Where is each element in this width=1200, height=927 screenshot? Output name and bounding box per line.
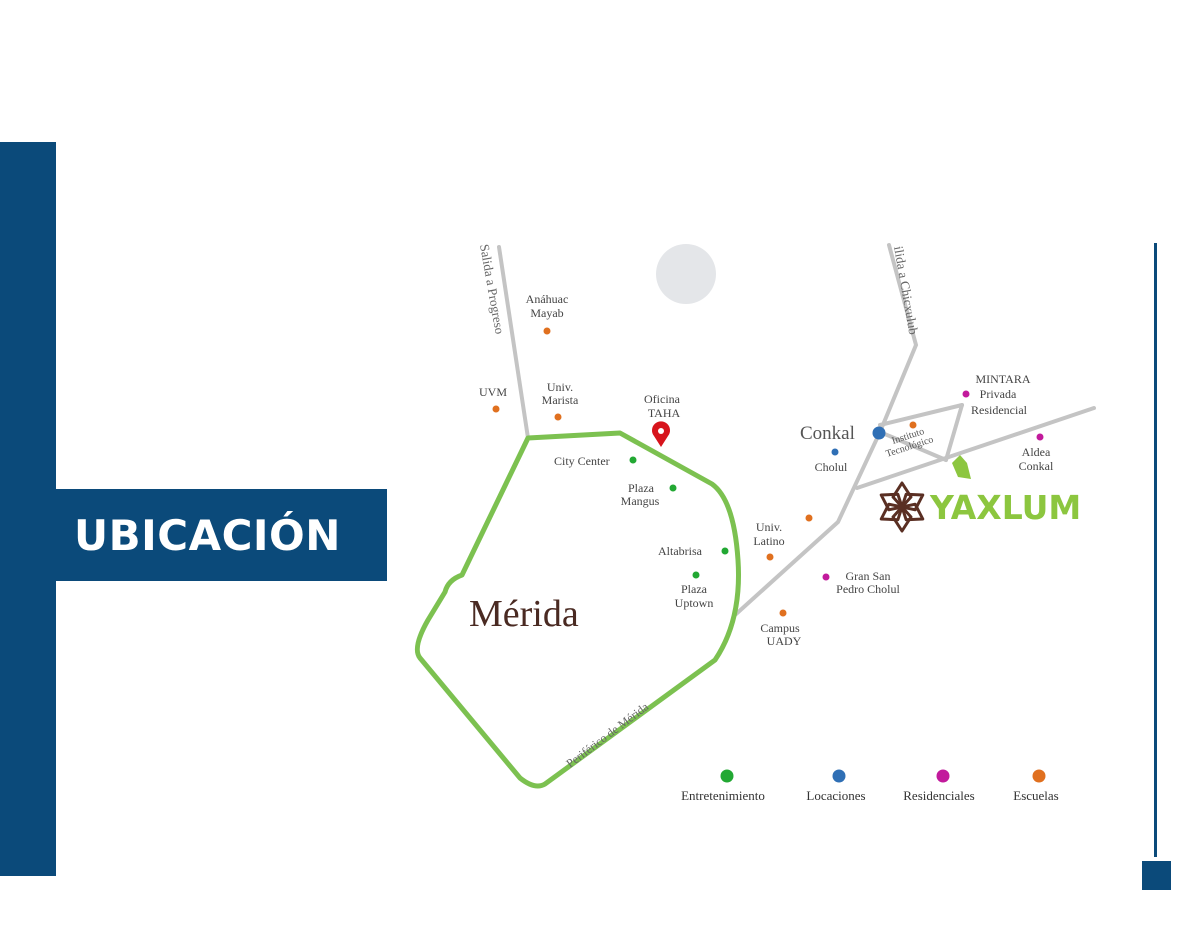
svg-text:Latino: Latino (753, 534, 784, 548)
svg-text:Locaciones: Locaciones (806, 788, 865, 803)
periferico-ring-road (414, 430, 741, 789)
school-marker (779, 609, 787, 617)
legend-item-entertainment: Entretenimiento (681, 769, 765, 803)
school-marker (543, 327, 551, 335)
legend-swatch (720, 769, 734, 783)
road-link-diagonal (878, 430, 948, 462)
office-label-line2: TAHA (648, 406, 681, 420)
svg-text:Univ.: Univ. (547, 380, 573, 394)
road-label-chicxulub: ilida a Chicxulub (891, 245, 921, 336)
road-east (855, 406, 1096, 490)
point-aldea-conkal: Aldea Conkal (1019, 433, 1054, 473)
roads (497, 243, 1096, 617)
legend-item-residential: Residenciales (903, 769, 975, 803)
svg-text:Uptown: Uptown (675, 596, 714, 610)
svg-text:MINTARA: MINTARA (975, 372, 1030, 386)
point-plaza-mangus: Plaza Mangus (621, 481, 677, 508)
svg-text:Univ.: Univ. (756, 520, 782, 534)
svg-text:Campus: Campus (760, 621, 800, 635)
conkal-marker (872, 426, 886, 440)
city-label-merida: Mérida (469, 593, 579, 635)
svg-text:Privada: Privada (980, 387, 1017, 401)
road-link-east (944, 403, 964, 462)
legend-swatch (1032, 769, 1046, 783)
residential-marker (822, 573, 830, 581)
svg-text:City Center: City Center (554, 454, 610, 468)
svg-text:Pedro Cholul: Pedro Cholul (836, 582, 900, 596)
svg-text:Escuelas: Escuelas (1013, 788, 1058, 803)
point-campus-uady: Campus UADY (760, 609, 802, 648)
point-marista: Univ. Marista (542, 380, 579, 421)
point-plaza-uptown: Plaza Uptown (675, 571, 714, 610)
svg-text:Residenciales: Residenciales (903, 788, 974, 803)
decorative-circle (656, 244, 716, 304)
development-parcel-icon (952, 455, 971, 479)
corner-square (1142, 861, 1171, 890)
svg-text:Aldea: Aldea (1022, 445, 1051, 459)
school-marker (554, 413, 562, 421)
map-legend: Entretenimiento Locaciones Residenciales… (681, 769, 1059, 803)
svg-text:Marista: Marista (542, 393, 579, 407)
left-accent-bar (0, 142, 56, 876)
map-pin-icon (651, 421, 670, 447)
point-mintara: MINTARA Privada Residencial (962, 372, 1031, 417)
svg-text:Plaza: Plaza (681, 582, 708, 596)
right-accent-line (1154, 243, 1157, 857)
svg-text:Altabrisa: Altabrisa (658, 544, 703, 558)
svg-text:UVM: UVM (479, 385, 507, 399)
svg-text:Cholul: Cholul (815, 460, 848, 474)
school-marker (492, 405, 500, 413)
svg-text:Mayab: Mayab (530, 306, 563, 320)
svg-text:Plaza: Plaza (628, 481, 655, 495)
section-title: UBICACIÓN (56, 489, 387, 581)
svg-text:Entretenimiento: Entretenimiento (681, 788, 765, 803)
point-uvm: UVM (479, 385, 507, 413)
entertainment-marker (669, 484, 677, 492)
svg-text:UADY: UADY (767, 634, 802, 648)
road-label-progreso: Salida a Progreso (477, 243, 508, 335)
svg-text:Anáhuac: Anáhuac (526, 292, 569, 306)
point-gran-san-pedro: Gran San Pedro Cholul (822, 569, 900, 596)
legend-item-schools: Escuelas (1013, 769, 1059, 803)
school-marker-extra (805, 514, 813, 522)
school-marker (766, 553, 774, 561)
svg-text:Mangus: Mangus (621, 494, 660, 508)
point-city-center: City Center (554, 454, 637, 468)
svg-text:Gran San: Gran San (846, 569, 891, 583)
road-progreso (497, 245, 530, 440)
flower-logo-icon (879, 481, 925, 533)
section-title-text: UBICACIÓN (74, 510, 341, 560)
point-altabrisa: Altabrisa (658, 544, 729, 558)
school-marker (909, 421, 917, 429)
brand-name-yaxlum: YAXLUM (929, 488, 1081, 527)
entertainment-marker (629, 456, 637, 464)
town-label-conkal: Conkal (800, 423, 855, 444)
road-link-north (878, 403, 964, 427)
point-anahuac: Anáhuac Mayab (526, 292, 569, 335)
residential-marker (962, 390, 970, 398)
legend-item-locations: Locaciones (806, 769, 866, 803)
entertainment-marker (721, 547, 729, 555)
point-univ-latino: Univ. Latino (753, 514, 813, 561)
svg-text:Residencial: Residencial (971, 403, 1028, 417)
road-label-periferico: Periférico de Mérida (563, 699, 651, 770)
legend-swatch (832, 769, 846, 783)
residential-marker (1036, 433, 1044, 441)
point-cholul: Cholul (815, 448, 848, 474)
office-label-line1: Oficina (644, 392, 681, 406)
entertainment-marker (692, 571, 700, 579)
location-marker (831, 448, 839, 456)
legend-swatch (936, 769, 950, 783)
svg-text:Conkal: Conkal (1019, 459, 1054, 473)
